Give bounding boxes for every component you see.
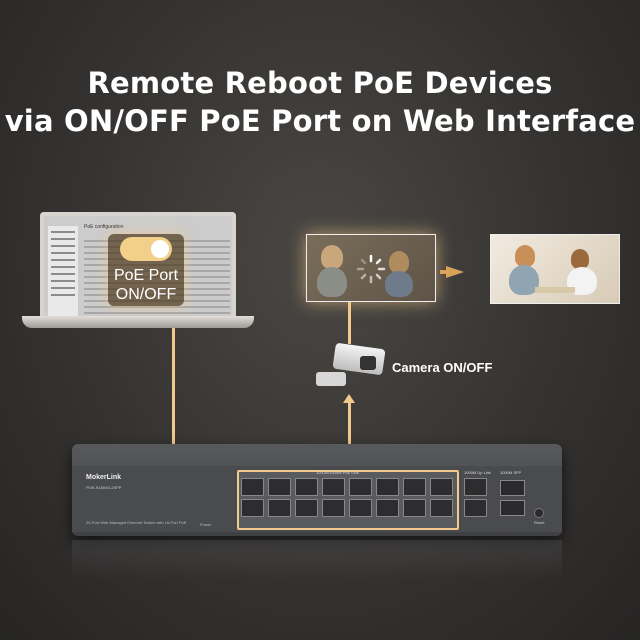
poe-port-label-text: PoE Port ON/OFF xyxy=(113,267,179,303)
poe-ports xyxy=(241,478,455,517)
poe-port[interactable] xyxy=(349,499,372,517)
poe-port[interactable] xyxy=(268,499,291,517)
poe-port[interactable] xyxy=(403,499,426,517)
camera-on-off-label: Camera ON/OFF xyxy=(392,360,493,375)
laptop-base xyxy=(22,316,254,328)
headline-line-2: via ON/OFF PoE Port on Web Interface xyxy=(4,104,636,138)
switch-to-camera-line xyxy=(348,402,351,474)
reset-label: Reset xyxy=(534,520,545,525)
transition-arrow-icon xyxy=(446,266,464,278)
uplink-port[interactable] xyxy=(464,499,487,517)
switch-model: POE-S1804S-2SFP xyxy=(86,485,122,490)
arrow-to-camera-icon xyxy=(343,394,355,403)
transition-arrow-shaft xyxy=(440,270,448,274)
headline-line-1: Remote Reboot PoE Devices xyxy=(87,66,553,100)
reset-button[interactable] xyxy=(534,508,544,518)
poe-port-toggle[interactable] xyxy=(120,237,172,261)
poe-port[interactable] xyxy=(349,478,372,496)
security-camera-icon xyxy=(332,342,386,376)
power-label: Power xyxy=(200,522,212,527)
switch-description: 20-Port Web Managed Ethernet Switch with… xyxy=(86,520,187,525)
sfp-label: 1000M SFP xyxy=(500,470,522,475)
camera-to-photo-line xyxy=(348,302,351,344)
laptop-to-switch-line xyxy=(172,328,175,504)
poe-port[interactable] xyxy=(295,478,318,496)
poe-port[interactable] xyxy=(376,499,399,517)
poe-port-label: PoE Port ON/OFF xyxy=(104,266,188,304)
poe-port[interactable] xyxy=(322,478,345,496)
switch-brand: MokerLink xyxy=(86,474,122,481)
uplink-label: 1000M Up Link xyxy=(464,470,491,475)
kids-photo-camera-off xyxy=(306,234,436,302)
poe-port[interactable] xyxy=(268,478,291,496)
uplink-ports xyxy=(464,478,489,517)
poe-port[interactable] xyxy=(376,478,399,496)
sfp-port[interactable] xyxy=(500,480,525,496)
poe-port[interactable] xyxy=(295,499,318,517)
uplink-port[interactable] xyxy=(464,478,487,496)
poe-port[interactable] xyxy=(241,478,264,496)
switch-reflection xyxy=(72,540,562,580)
poe-port-group-label: 10/100/1000M PoE Link xyxy=(316,470,359,475)
toggle-knob xyxy=(151,240,169,258)
loading-spinner-icon xyxy=(356,254,386,284)
camera-mount xyxy=(316,372,346,386)
sfp-port[interactable] xyxy=(500,500,525,516)
poe-port[interactable] xyxy=(430,478,453,496)
poe-port[interactable] xyxy=(403,478,426,496)
poe-port[interactable] xyxy=(430,499,453,517)
camera-lens xyxy=(360,356,376,370)
poe-port[interactable] xyxy=(322,499,345,517)
kids-photo-camera-on xyxy=(490,234,620,304)
web-ui-sidebar xyxy=(48,226,78,320)
web-ui-header: PoE configuration xyxy=(84,224,124,230)
poe-port[interactable] xyxy=(241,499,264,517)
